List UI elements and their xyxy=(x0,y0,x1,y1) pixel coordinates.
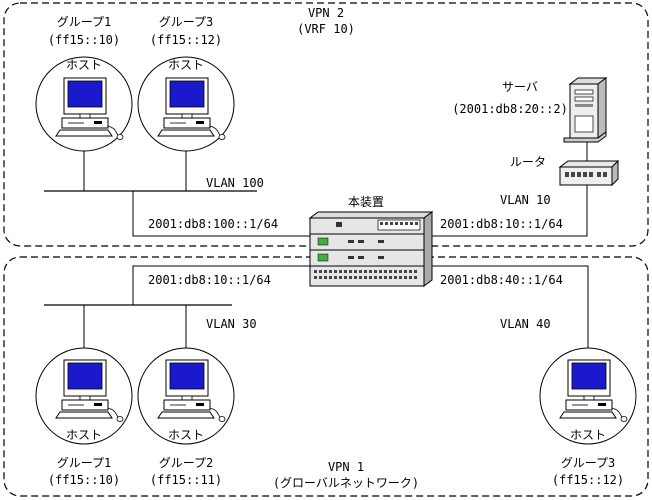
group-address: (ff15::10) xyxy=(48,473,120,487)
group-label: グループ3 xyxy=(159,15,214,29)
group-label: グループ3 xyxy=(561,456,616,470)
group-address: (ff15::11) xyxy=(150,473,222,487)
router-icon[interactable] xyxy=(558,159,620,187)
vpn2-vrf: (VRF 10) xyxy=(297,22,355,36)
vlan40-link xyxy=(432,265,589,348)
group-label: グループ1 xyxy=(57,15,112,29)
host-group2-bottom[interactable]: ホスト グループ2 (ff15::11) xyxy=(137,347,235,487)
router-label: ルータ xyxy=(510,155,546,169)
host-label: ホスト xyxy=(168,428,204,442)
group-address: (ff15::10) xyxy=(48,33,120,47)
host-label: ホスト xyxy=(570,428,606,442)
vlan40-label: VLAN 40 xyxy=(500,317,551,331)
group-address: (ff15::12) xyxy=(150,33,222,47)
host-group3-bottom[interactable]: ホスト グループ3 (ff15::12) xyxy=(539,347,637,487)
server-label: サーバ xyxy=(502,80,538,94)
addr-vlan10-vpn2: 2001:db8:10::1/64 xyxy=(440,217,563,231)
vlan100-link xyxy=(132,191,310,237)
addr-vlan40: 2001:db8:40::1/64 xyxy=(440,273,563,287)
vpn1-desc: (グローバルネットワーク) xyxy=(273,476,419,490)
group-address: (ff15::12) xyxy=(552,473,624,487)
host-label: ホスト xyxy=(168,58,204,72)
vlan30-label: VLAN 30 xyxy=(206,317,257,331)
vpn2-title: VPN 2 xyxy=(308,6,344,20)
server-address: (2001:db8:20::2) xyxy=(452,102,568,116)
host-group1-top[interactable]: ホスト グループ1 (ff15::10) xyxy=(35,15,133,152)
host-label: ホスト xyxy=(66,428,102,442)
device-label: 本装置 xyxy=(348,195,384,209)
vlan10-link xyxy=(432,185,588,237)
vlan100-label: VLAN 100 xyxy=(206,176,264,190)
vlan10-label: VLAN 10 xyxy=(500,193,551,207)
addr-vlan100: 2001:db8:100::1/64 xyxy=(148,217,278,231)
vlan30-link xyxy=(132,265,310,305)
vpn1-boundary xyxy=(3,256,649,497)
server-icon[interactable] xyxy=(563,77,608,143)
group-label: グループ1 xyxy=(57,456,112,470)
vpn1-title: VPN 1 xyxy=(328,460,364,474)
switch-device-icon[interactable] xyxy=(308,211,434,287)
group-label: グループ2 xyxy=(159,456,214,470)
host-label: ホスト xyxy=(66,58,102,72)
addr-vlan30: 2001:db8:10::1/64 xyxy=(148,273,271,287)
host-group3-top[interactable]: ホスト グループ3 (ff15::12) xyxy=(137,15,235,152)
host-group1-bottom[interactable]: ホスト グループ1 (ff15::10) xyxy=(35,347,133,487)
